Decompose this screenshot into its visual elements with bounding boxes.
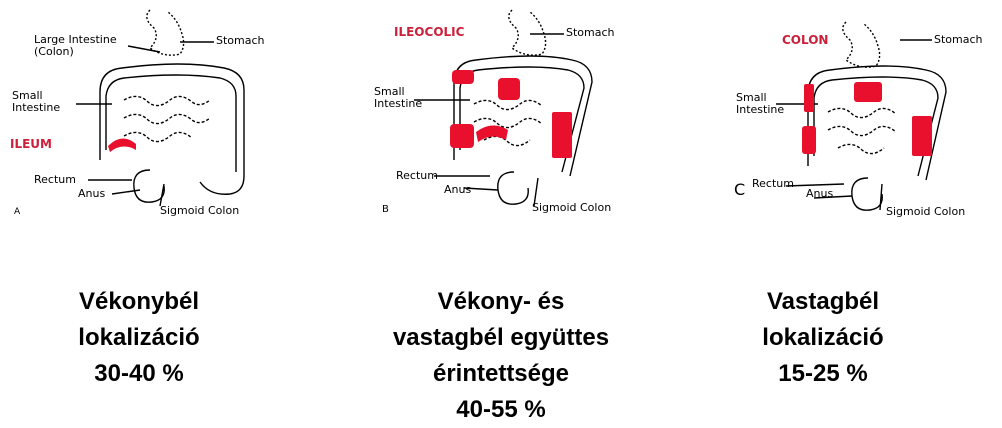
caption: Vékonybél lokalizáció 30-40 % xyxy=(0,284,278,392)
label-rectum: Rectum xyxy=(34,174,76,186)
label-anus: Anus xyxy=(78,188,105,200)
colon-highlights xyxy=(802,82,932,156)
label-ileocolic: ILEOCOLIC xyxy=(394,26,464,38)
label-sigmoid-colon: Sigmoid Colon xyxy=(532,202,611,214)
panel-c: COLON Stomach Small Intestine Rectum Anu… xyxy=(668,0,1002,419)
label-small-intestine: Small Intestine xyxy=(374,86,422,110)
label-anus: Anus xyxy=(806,188,833,200)
label-small-intestine: Small Intestine xyxy=(736,92,784,116)
ileum-highlight xyxy=(108,138,136,152)
panel-a: Large Intestine (Colon) Stomach Small In… xyxy=(0,0,334,419)
caption-line: 15-25 % xyxy=(668,356,978,392)
panel-letter: C xyxy=(734,184,745,196)
label-stomach: Stomach xyxy=(216,35,265,47)
label-large-intestine: Large Intestine (Colon) xyxy=(34,34,117,58)
label-sigmoid-colon: Sigmoid Colon xyxy=(886,206,965,218)
caption-line: lokalizáció xyxy=(0,320,278,356)
caption: Vékony- és vastagbél együttes érintettsé… xyxy=(334,284,668,428)
panel-letter: B xyxy=(382,204,389,216)
label-sigmoid-colon: Sigmoid Colon xyxy=(160,205,239,217)
label-stomach: Stomach xyxy=(566,27,615,39)
panel-b: ILEOCOLIC Stomach Small Intestine Rectum… xyxy=(334,0,668,419)
caption: Vastagbél lokalizáció 15-25 % xyxy=(668,284,978,392)
caption-line: 30-40 % xyxy=(0,356,278,392)
caption-line: érintettsége xyxy=(334,356,668,392)
label-rectum: Rectum xyxy=(396,170,438,182)
caption-line: Vékonybél xyxy=(0,284,278,320)
caption-line: lokalizáció xyxy=(668,320,978,356)
caption-line: vastagbél együttes xyxy=(334,320,668,356)
ileocolic-highlights xyxy=(450,70,572,158)
label-colon: COLON xyxy=(782,34,828,46)
caption-line: Vékony- és xyxy=(334,284,668,320)
label-anus: Anus xyxy=(444,184,471,196)
caption-line: 40-55 % xyxy=(334,392,668,428)
label-ileum: ILEUM xyxy=(10,138,52,150)
caption-line: Vastagbél xyxy=(668,284,978,320)
panel-letter: A xyxy=(14,206,20,218)
label-small-intestine: Small Intestine xyxy=(12,90,60,114)
label-stomach: Stomach xyxy=(934,34,983,46)
label-rectum: Rectum xyxy=(752,178,794,190)
